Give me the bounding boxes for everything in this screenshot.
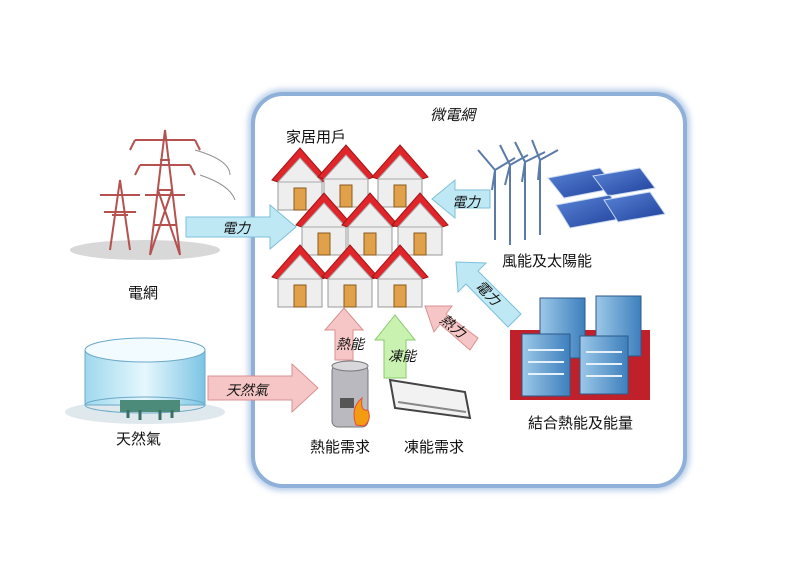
chp-power-arrow (455, 261, 522, 328)
power-tower-icon (70, 129, 236, 260)
gas-flow-arrow-label: 天然氣 (226, 383, 268, 399)
house-icon (341, 192, 399, 256)
house-icon (371, 244, 429, 308)
house-icon (317, 144, 375, 208)
cooling-demand-label: 凍能需求 (404, 438, 465, 456)
water-heater-icon (331, 360, 370, 428)
heat-up-arrow (323, 307, 365, 361)
household-label: 家居用戶 (286, 128, 347, 146)
heat-demand-label: 熱能需求 (310, 438, 371, 456)
wind-turbine-icon (477, 139, 559, 245)
grid-power-arrow-label: 電力 (222, 221, 250, 237)
cooling-up-arrow (373, 314, 417, 379)
microgrid-title: 微電網 (430, 106, 476, 124)
solar-panel-icon (547, 167, 666, 229)
renewable-power-arrow (431, 178, 491, 220)
air-conditioner-icon (388, 378, 472, 420)
house-icon (321, 244, 379, 308)
house-icon (271, 244, 329, 308)
grid-label: 電網 (128, 284, 159, 302)
chp-plant-icon (510, 295, 650, 400)
grid-power-arrow (185, 203, 297, 251)
natural-gas-label: 天然氣 (116, 430, 162, 448)
wind-solar-label: 風能及太陽能 (502, 252, 593, 270)
house-icon (371, 144, 429, 208)
chp-label: 結合熱能及能量 (528, 414, 634, 432)
chp-heat-arrow (424, 305, 479, 351)
gas-flow-arrow (207, 362, 319, 414)
house-icon (391, 192, 449, 256)
heat-energy-arrow-label: 熱能 (336, 337, 364, 353)
cooling-energy-arrow-label: 凍能 (388, 349, 416, 365)
gas-tank-icon (65, 337, 225, 424)
houses-cluster-icon (271, 144, 449, 308)
house-icon (271, 147, 329, 211)
renewable-power-arrow-label: 電力 (452, 195, 480, 211)
